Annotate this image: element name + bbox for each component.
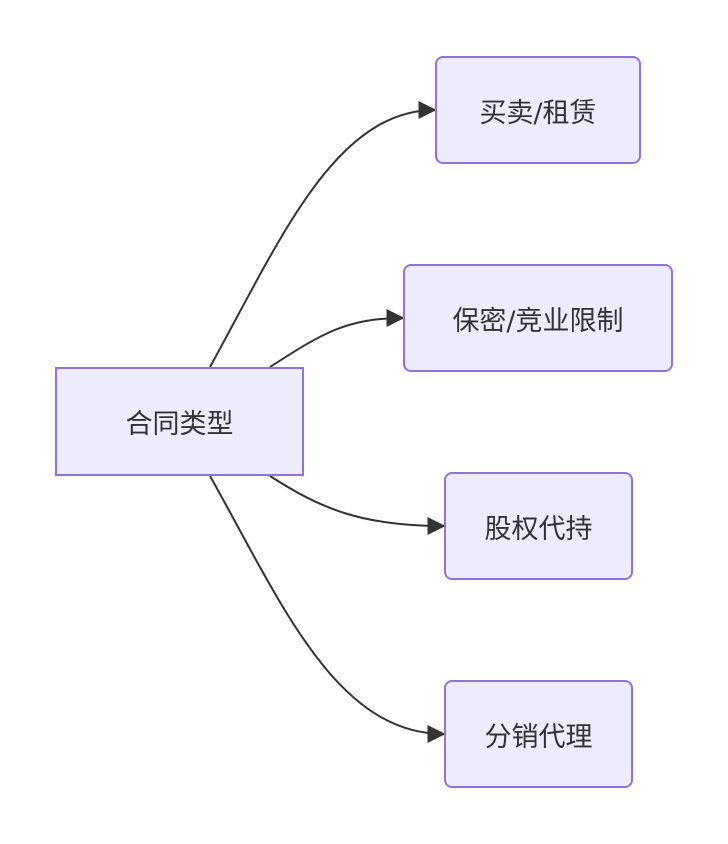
node-buy-lease: 买卖/租赁: [435, 56, 641, 164]
node-equity-nominee: 股权代持: [444, 472, 633, 580]
node-label: 股权代持: [484, 513, 593, 545]
edge-root-to-equity-nominee: [269, 475, 446, 535]
node-confidentiality-noncompete: 保密/竞业限制: [403, 264, 673, 372]
edge-root-to-confidentiality: [269, 309, 405, 368]
node-label: 保密/竞业限制: [452, 305, 624, 337]
node-contract-type: 合同类型: [55, 367, 304, 476]
node-distribution-agency: 分销代理: [444, 680, 633, 788]
edge-root-to-buy-lease: [209, 101, 437, 368]
node-label: 买卖/租赁: [479, 97, 597, 129]
node-label: 分销代理: [484, 721, 593, 753]
node-label: 合同类型: [125, 409, 234, 440]
edge-root-to-distribution: [209, 475, 446, 743]
